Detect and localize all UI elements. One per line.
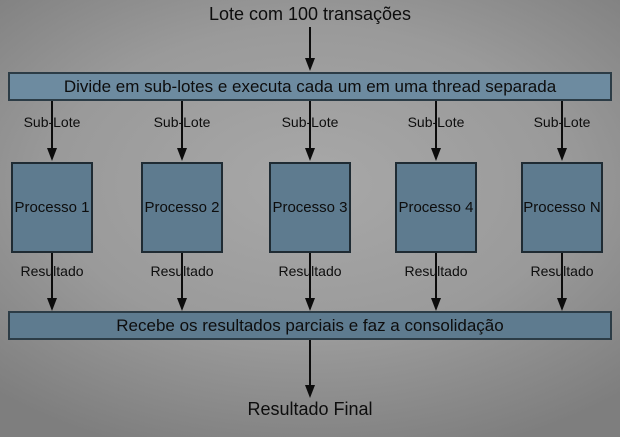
process-box: Processo 3 <box>269 162 351 253</box>
arrow-line <box>309 253 311 300</box>
sublote-label: Sub-Lote <box>23 114 81 130</box>
resultado-label: Resultado <box>20 263 84 279</box>
arrow-head <box>305 385 315 398</box>
arrow-line <box>561 101 563 150</box>
divide-box: Divide em sub-lotes e executa cada um em… <box>8 72 612 101</box>
arrow-line <box>561 253 563 300</box>
process-column-4: Sub-Lote Processo 4 Resultado <box>394 101 478 313</box>
arrow-head <box>177 298 187 311</box>
process-box: Processo 4 <box>395 162 477 253</box>
sublote-label: Sub-Lote <box>407 114 465 130</box>
arrow-head <box>305 148 315 161</box>
process-column-3: Sub-Lote Processo 3 Resultado <box>268 101 352 313</box>
arrow-line <box>309 340 311 387</box>
resultado-label: Resultado <box>404 263 468 279</box>
arrow-head <box>557 148 567 161</box>
resultado-label: Resultado <box>530 263 594 279</box>
arrow-head <box>431 148 441 161</box>
process-box: Processo 2 <box>141 162 223 253</box>
arrow-head <box>305 58 315 71</box>
arrow-line <box>309 101 311 150</box>
arrow-line <box>309 27 311 60</box>
process-column-2: Sub-Lote Processo 2 Resultado <box>140 101 224 313</box>
arrow-head <box>557 298 567 311</box>
arrow-line <box>435 101 437 150</box>
diagram-title: Lote com 100 transações <box>208 4 412 24</box>
arrow-head <box>47 298 57 311</box>
resultado-label: Resultado <box>150 263 214 279</box>
consolidate-box: Recebe os resultados parciais e faz a co… <box>8 311 612 340</box>
arrow-line <box>181 253 183 300</box>
arrow-line <box>181 101 183 150</box>
process-column-1: Sub-Lote Processo 1 Resultado <box>10 101 94 313</box>
arrow-head <box>305 298 315 311</box>
arrow-line <box>51 253 53 300</box>
process-column-n: Sub-Lote Processo N Resultado <box>520 101 604 313</box>
final-result-label: Resultado Final <box>247 399 373 419</box>
arrow-head <box>47 148 57 161</box>
resultado-label: Resultado <box>278 263 342 279</box>
arrow-line <box>435 253 437 300</box>
sublote-label: Sub-Lote <box>153 114 211 130</box>
arrow-head <box>177 148 187 161</box>
sublote-label: Sub-Lote <box>281 114 339 130</box>
arrow-head <box>431 298 441 311</box>
sublote-label: Sub-Lote <box>533 114 591 130</box>
arrow-line <box>51 101 53 150</box>
process-box: Processo N <box>521 162 603 253</box>
process-box: Processo 1 <box>11 162 93 253</box>
